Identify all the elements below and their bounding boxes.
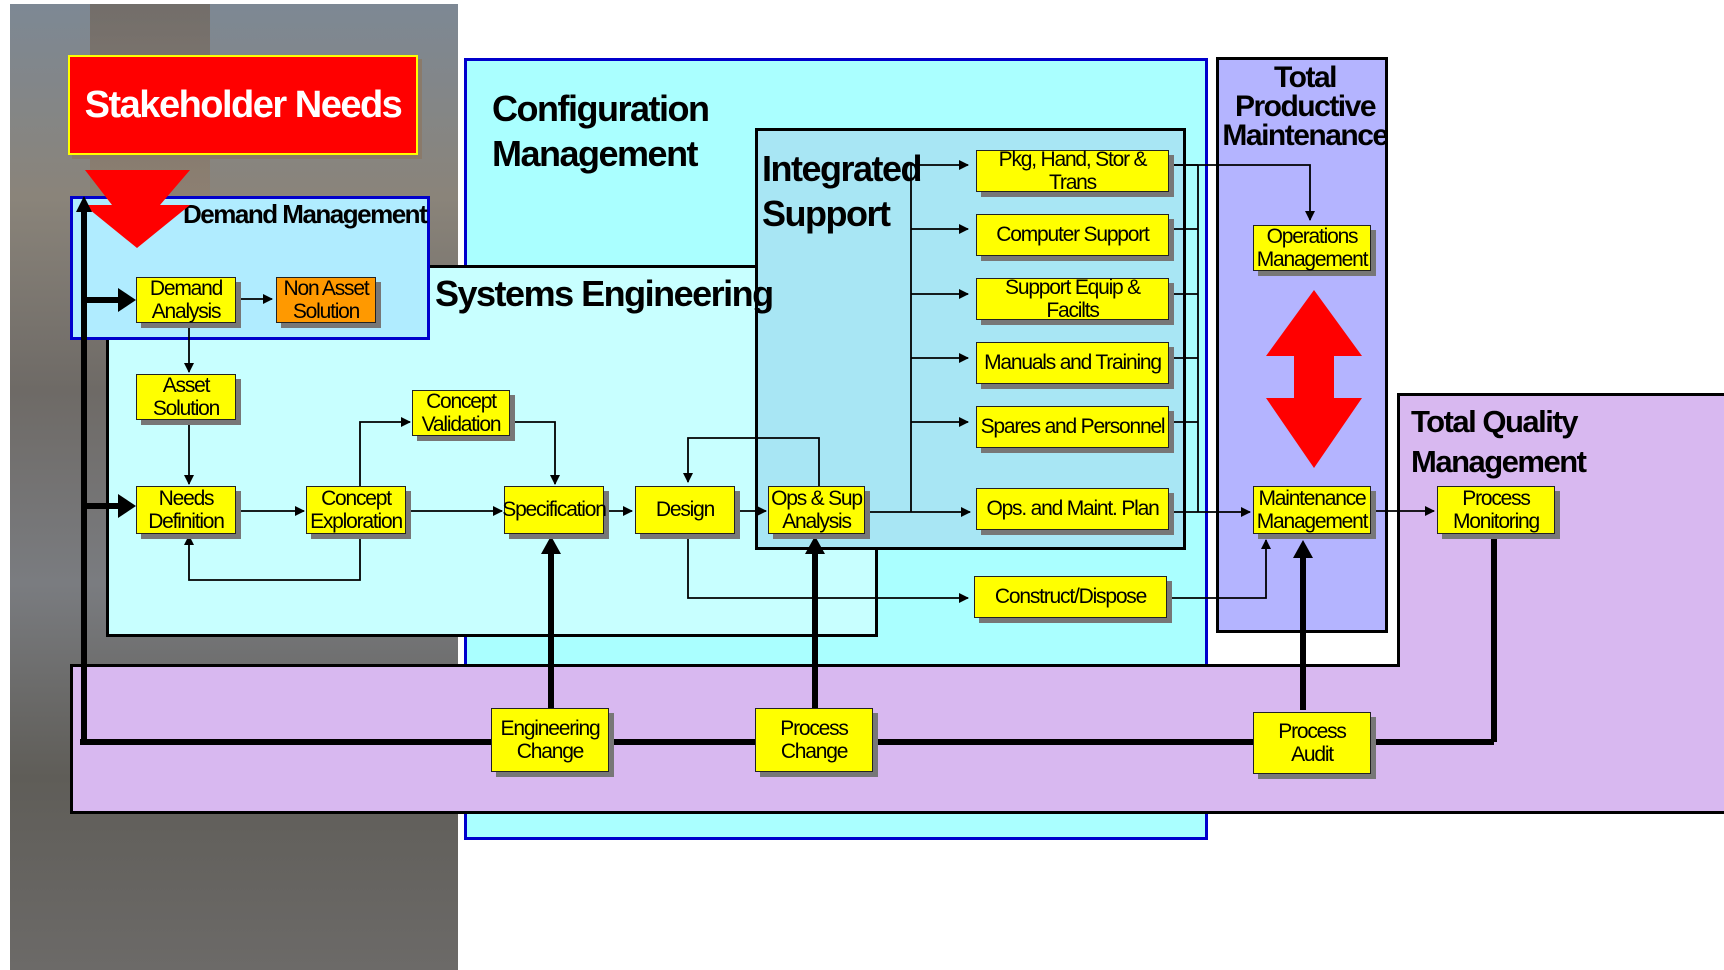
non-asset-solution-box: Non Asset Solution — [276, 277, 376, 323]
spares-personnel-box: Spares and Personnel — [976, 406, 1169, 448]
tpm-label: Total Productive Maintenance — [1222, 61, 1389, 153]
manuals-training-box: Manuals and Training — [976, 342, 1169, 384]
asset-solution-box: Asset Solution — [136, 374, 236, 420]
process-change-box: Process Change — [755, 708, 873, 772]
concept-exploration-box: Concept Exploration — [306, 486, 406, 534]
configuration-management-label: Configuration Management — [492, 88, 710, 174]
operations-management-box: Operations Management — [1253, 225, 1371, 271]
ops-maint-plan-box: Ops. and Maint. Plan — [976, 488, 1169, 530]
construct-dispose-box: Construct/Dispose — [974, 576, 1167, 618]
integrated-support-label: Integrated Support — [762, 148, 923, 234]
support-equip-box: Support Equip & Facilts — [976, 276, 1169, 322]
engineering-change-box: Engineering Change — [491, 708, 609, 772]
concept-validation-box: Concept Validation — [412, 390, 510, 436]
stakeholder-down-arrow — [84, 170, 190, 248]
maintenance-management-box: Maintenance Management — [1253, 486, 1371, 534]
integrated-support-region — [755, 128, 1186, 550]
stakeholder-needs-label: Stakeholder Needs — [84, 83, 403, 126]
tpm-double-arrow — [1266, 290, 1362, 468]
demand-analysis-box: Demand Analysis — [136, 277, 236, 323]
demand-management-label: Demand Management — [183, 199, 428, 229]
design-box: Design — [635, 486, 735, 534]
process-monitoring-box: Process Monitoring — [1437, 486, 1555, 534]
ops-sup-analysis-box: Ops & Sup Analysis — [768, 486, 865, 534]
stakeholder-needs-banner: Stakeholder Needs — [68, 55, 418, 155]
pkg-hand-box: Pkg, Hand, Stor & Trans — [976, 148, 1169, 194]
tqm-label: Total Quality Management — [1411, 404, 1587, 480]
systems-engineering-label: Systems Engineering — [435, 273, 774, 314]
specification-box: Specification — [502, 486, 607, 534]
needs-definition-box: Needs Definition — [136, 486, 236, 534]
process-audit-box: Process Audit — [1253, 712, 1371, 774]
computer-support-box: Computer Support — [976, 214, 1169, 256]
